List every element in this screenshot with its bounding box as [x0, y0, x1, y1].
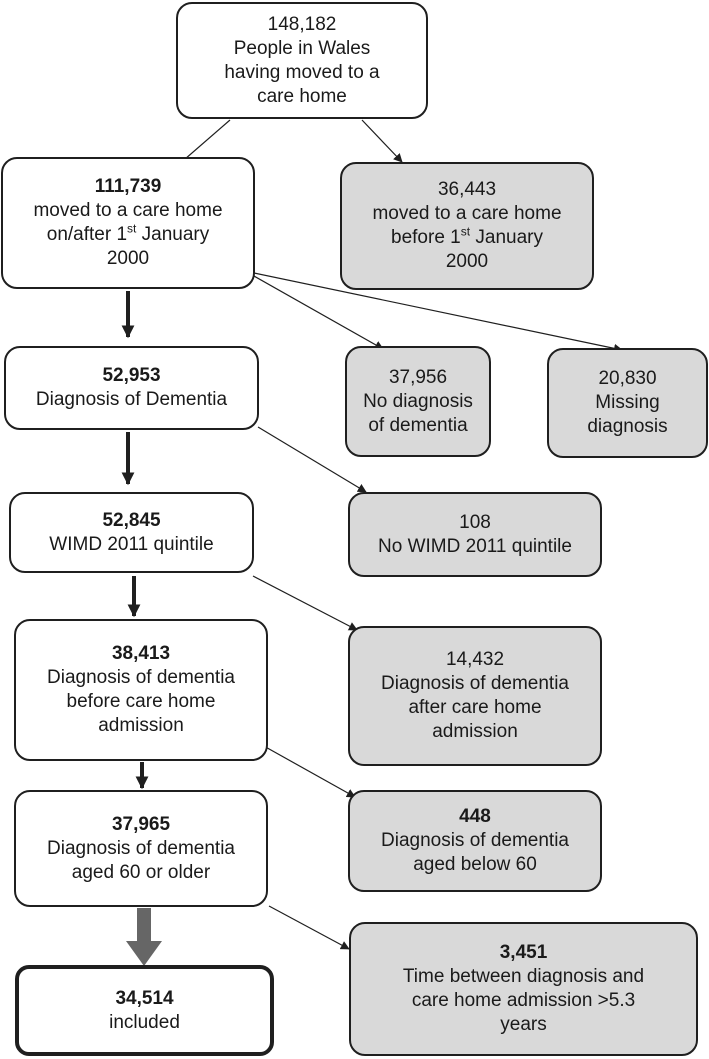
count-included: 34,514 — [115, 987, 174, 1009]
count-no-dementia: 37,956 — [388, 366, 448, 388]
label-total-2: having moved to a — [224, 61, 380, 83]
label-total-1: People in Wales — [233, 37, 371, 59]
label-time-gap-2: care home admission >5.3 — [411, 990, 636, 1011]
label-time-gap-3: years — [500, 1014, 547, 1035]
label-included: included — [109, 1011, 180, 1033]
box-no-dementia: 37,956 No diagnosis of dementia — [345, 346, 491, 457]
box-no-wimd: 108 No WIMD 2011 quintile — [348, 492, 602, 577]
count-before-2000: 36,443 — [437, 179, 497, 200]
arrow-to-no-wimd — [257, 426, 367, 493]
label-before-admission-2: before care home — [66, 691, 216, 712]
box-after-admission: 14,432 Diagnosis of dementia after care … — [348, 626, 602, 766]
label-dementia: Diagnosis of Dementia — [35, 389, 228, 410]
label-below-60-1: Diagnosis of dementia — [381, 830, 569, 851]
label-before-admission-1: Diagnosis of dementia — [47, 667, 235, 688]
label-missing-1: Missing — [595, 392, 660, 413]
label-after-2000-1: moved to a care home — [33, 200, 223, 221]
count-missing: 20,830 — [598, 368, 657, 389]
box-before-2000: 36,443 moved to a care home before 1st J… — [340, 162, 594, 290]
label-total-3: care home — [257, 85, 347, 107]
box-included: 34,514 included — [15, 965, 274, 1056]
label-before-2000-3: 2000 — [445, 251, 489, 272]
box-missing-diagnosis: 20,830 Missing diagnosis — [547, 348, 708, 458]
label-below-60-2: aged below 60 — [413, 854, 537, 875]
label-after-2000-2: on/after 1st January — [46, 221, 210, 245]
label-aged-60-plus-2: aged 60 or older — [71, 861, 211, 883]
count-aged-60-plus: 37,965 — [111, 813, 171, 835]
label-before-2000-1: moved to a care home — [372, 203, 562, 224]
label-missing-2: diagnosis — [587, 416, 668, 437]
label-after-2000-3: 2000 — [106, 248, 150, 269]
arrow-to-missing — [253, 272, 623, 353]
count-below-60: 448 — [459, 806, 491, 827]
count-wimd: 52,845 — [102, 509, 161, 531]
count-after-2000: 111,739 — [94, 176, 162, 197]
count-before-admission: 38,413 — [111, 643, 171, 664]
box-wimd: 52,845 WIMD 2011 quintile — [9, 492, 254, 573]
label-before-2000-2: before 1st January — [391, 224, 543, 248]
arrow-to-below60 — [261, 744, 356, 798]
box-dementia: 52,953 Diagnosis of Dementia — [4, 346, 259, 430]
box-aged-60-plus: 37,965 Diagnosis of dementia aged 60 or … — [14, 790, 268, 907]
arrow-to-included — [126, 908, 162, 966]
count-after-admission: 14,432 — [445, 649, 505, 670]
box-below-60: 448 Diagnosis of dementia aged below 60 — [348, 790, 602, 892]
label-no-wimd: No WIMD 2011 quintile — [378, 535, 572, 557]
box-time-gap: 3,451 Time between diagnosis and care ho… — [349, 922, 698, 1056]
count-total: 148,182 — [267, 13, 337, 35]
label-wimd: WIMD 2011 quintile — [49, 533, 214, 555]
label-time-gap-1: Time between diagnosis and — [402, 966, 645, 987]
label-no-dementia-1: No diagnosis — [363, 390, 473, 412]
count-dementia: 52,953 — [102, 365, 161, 386]
arrow-to-after-admission — [252, 575, 358, 631]
arrow-total-to-before2000 — [361, 119, 403, 163]
label-after-admission-1: Diagnosis of dementia — [381, 673, 569, 694]
box-total-people: 148,182 People in Wales having moved to … — [176, 2, 428, 119]
count-no-wimd: 108 — [459, 511, 491, 533]
label-before-admission-3: admission — [98, 715, 184, 736]
box-before-admission: 38,413 Diagnosis of dementia before care… — [14, 619, 268, 761]
count-time-gap: 3,451 — [499, 942, 548, 963]
label-after-admission-2: after care home — [408, 697, 542, 718]
label-no-dementia-2: of dementia — [368, 414, 468, 436]
label-after-admission-3: admission — [432, 721, 518, 742]
arrow-to-no-dementia — [253, 275, 384, 350]
box-after-2000: 111,739 moved to a care home on/after 1s… — [1, 157, 255, 289]
arrow-to-time-gap — [268, 905, 350, 950]
label-aged-60-plus-1: Diagnosis of dementia — [47, 837, 235, 859]
